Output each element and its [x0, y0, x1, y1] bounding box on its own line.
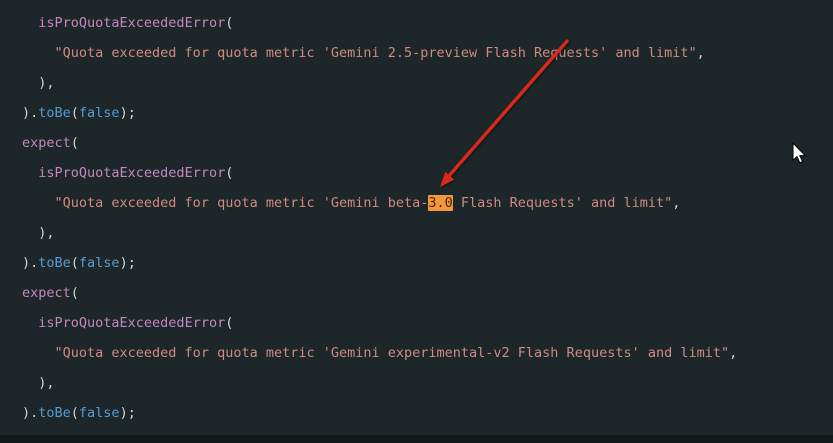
code-token: ( — [70, 135, 79, 151]
code-token: ), — [22, 375, 55, 391]
code-token: false — [78, 255, 120, 271]
code-line: "Quota exceeded for quota metric 'Gemini… — [22, 188, 833, 218]
code-token — [22, 345, 55, 361]
code-token: toBe — [38, 105, 71, 121]
code-token: ). — [22, 255, 39, 271]
code-token: "Quota exceeded for quota metric 'Gemini… — [54, 45, 697, 61]
code-token: "Quota exceeded for quota metric 'Gemini… — [54, 345, 730, 361]
code-line: isProQuotaExceededError( — [22, 308, 833, 338]
code-token: ( — [70, 405, 79, 421]
code-line: ).toBe(false); — [22, 98, 833, 128]
code-token — [22, 45, 55, 61]
code-token: expect — [22, 285, 71, 301]
code-token — [22, 165, 38, 181]
code-line: ), — [22, 218, 833, 248]
code-token: ( — [70, 105, 79, 121]
window-bottom-edge — [0, 435, 833, 443]
highlighted-match: 3.0 — [428, 195, 453, 211]
code-token: , — [696, 45, 705, 61]
code-line: "Quota exceeded for quota metric 'Gemini… — [22, 338, 833, 368]
code-token: false — [78, 105, 120, 121]
code-token: , — [729, 345, 738, 361]
code-token: ). — [22, 105, 39, 121]
code-line: ), — [22, 368, 833, 398]
code-line: "Quota exceeded for quota metric 'Gemini… — [22, 38, 833, 68]
code-line: expect( — [22, 128, 833, 158]
code-token: ( — [225, 165, 234, 181]
code-token: ), — [22, 75, 55, 91]
code-token: ); — [119, 105, 136, 121]
code-token: ), — [22, 225, 55, 241]
code-token: , — [672, 195, 681, 211]
code-line: ).toBe(false); — [22, 398, 833, 428]
code-token: ); — [119, 405, 136, 421]
code-token: false — [78, 405, 120, 421]
code-token: ( — [70, 255, 79, 271]
code-token: ( — [225, 315, 234, 331]
code-line: isProQuotaExceededError( — [22, 158, 833, 188]
code-token: ). — [22, 405, 39, 421]
code-line: isProQuotaExceededError( — [22, 8, 833, 38]
code-token: "Quota exceeded for quota metric 'Gemini… — [54, 195, 429, 211]
code-token: Flash Requests' and limit" — [452, 195, 673, 211]
code-token: ( — [70, 285, 79, 301]
code-token: isProQuotaExceededError — [38, 165, 226, 181]
code-line: ), — [22, 68, 833, 98]
code-token: isProQuotaExceededError — [38, 315, 226, 331]
code-line: expect( — [22, 278, 833, 308]
code-token: isProQuotaExceededError — [38, 15, 226, 31]
code-token: toBe — [38, 255, 71, 271]
code-token: ( — [225, 15, 234, 31]
code-token: expect — [22, 135, 71, 151]
code-token — [22, 315, 38, 331]
code-token: toBe — [38, 405, 71, 421]
code-token — [22, 15, 38, 31]
code-token — [22, 195, 55, 211]
code-line: ).toBe(false); — [22, 248, 833, 278]
code-token: ); — [119, 255, 136, 271]
code-lines: isProQuotaExceededError( "Quota exceeded… — [22, 8, 833, 428]
